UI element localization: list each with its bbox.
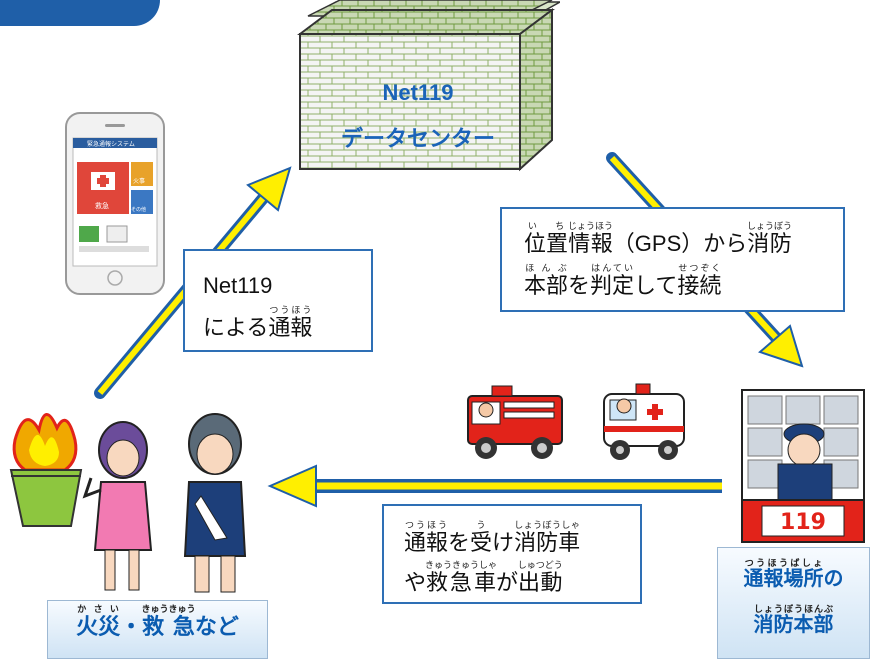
callout-dispatch-line2: や救急車きゅうきゅうしゃが出動しゅつどう: [404, 560, 563, 595]
callout-report-line1: Net119: [203, 273, 273, 298]
fire-engine: [467, 385, 563, 459]
svg-text:その他: その他: [131, 206, 146, 213]
callout-gps-line2: 本部ほ ん ぶを判定はんていして接続せつぞく: [524, 263, 722, 298]
datacenter-building: [297, 0, 560, 172]
arrow-to-scene: [267, 464, 722, 508]
svg-text:救急: 救急: [95, 201, 109, 210]
callout-report-line2: による通報つうほう: [203, 305, 313, 340]
datacenter-label: Net119 データセンター: [318, 70, 518, 162]
callout-dispatch: 通報つうほうを受うけ消防車しょうぼうしゃ や救急車きゅうきゅうしゃが出動しゅつど…: [382, 504, 642, 604]
phone-app-title: 緊急通報システム: [87, 140, 135, 148]
sign-station-line1: 通報場所つうほうばしょの: [743, 558, 844, 590]
datacenter-subtitle: データセンター: [340, 126, 495, 151]
ambulance: [603, 383, 685, 460]
callout-gps: 位置い ち情報じょうほう（GPS）から消防しょうぼう 本部ほ ん ぶを判定はんて…: [500, 207, 845, 312]
sign-station-line2: 消防本部しょうぼうほんぶ: [753, 604, 834, 636]
injured-man-figure: [183, 413, 247, 593]
corner-tab: [0, 0, 160, 26]
callout-gps-line1: 位置い ち情報じょうほう（GPS）から消防しょうぼう: [524, 221, 793, 256]
emergency-scene: [9, 413, 247, 593]
station-board-number: 119: [780, 510, 826, 535]
callout-dispatch-line1: 通報つうほうを受うけ消防車しょうぼうしゃ: [404, 520, 581, 555]
callout-report: Net119 による通報つうほう: [183, 249, 373, 352]
svg-text:火事: 火事: [133, 177, 145, 185]
fire-station-operator: 119: [741, 389, 865, 543]
fire-icon: [9, 413, 83, 527]
woman-figure: [82, 421, 153, 591]
sign-fire-station: 通報場所つうほうばしょの 消防本部しょうぼうほんぶ: [717, 547, 870, 659]
sign-fire-emergency: 火災か さ い・救 急きゅうきゅうなど: [47, 600, 268, 659]
smartphone: 緊急通報システム 救急 火事 その他: [65, 112, 165, 295]
datacenter-name: Net119: [382, 80, 454, 105]
